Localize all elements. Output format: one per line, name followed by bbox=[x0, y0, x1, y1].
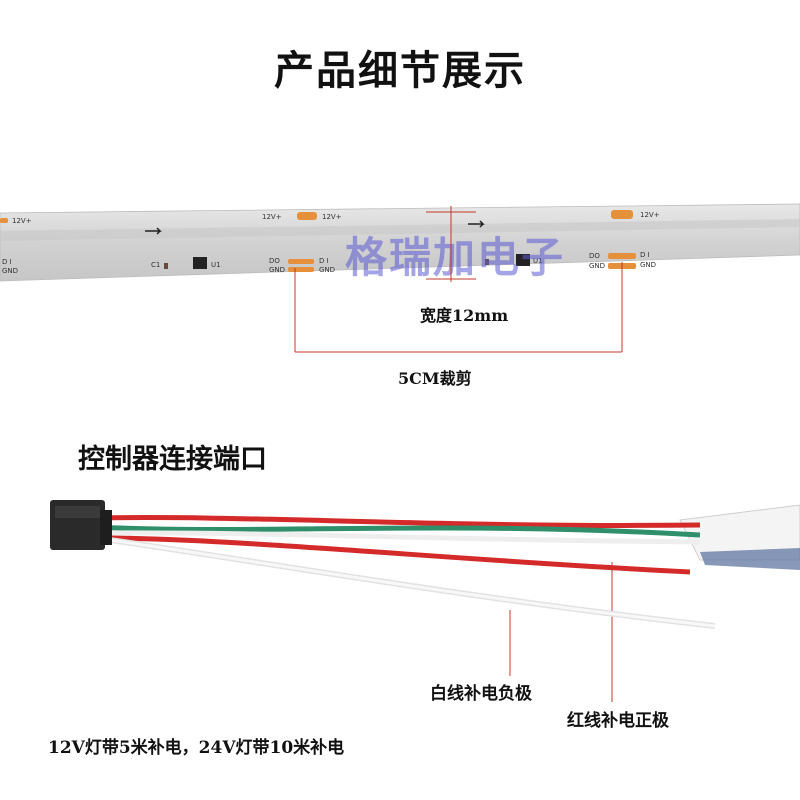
solder-pad bbox=[0, 218, 8, 223]
do-label: DO bbox=[269, 257, 280, 265]
arrow-icon bbox=[145, 227, 162, 235]
solder-pad bbox=[297, 212, 317, 220]
power-note: 12V灯带5米补电，24V灯带10米补电 bbox=[48, 738, 345, 758]
solder-pad bbox=[608, 263, 636, 269]
width-label: 宽度12mm bbox=[420, 306, 509, 325]
gnd-label: GND bbox=[2, 267, 18, 275]
pad-label: 12V+ bbox=[640, 211, 660, 219]
pad-label: 12V+ bbox=[322, 213, 342, 221]
green-wire bbox=[94, 524, 701, 538]
pad-label: 12V+ bbox=[262, 213, 282, 221]
gnd-label: GND bbox=[319, 266, 335, 274]
strip-end bbox=[679, 504, 800, 561]
red-wire-label: 红线补电正极 bbox=[567, 711, 669, 731]
solder-pad bbox=[611, 210, 633, 219]
gnd-label: GND bbox=[589, 262, 605, 270]
page-title: 产品细节展示 bbox=[274, 47, 526, 94]
ic-chip bbox=[193, 257, 207, 269]
gnd-label: GND bbox=[269, 266, 285, 274]
u1-label: U1 bbox=[211, 261, 221, 269]
red-power-wire bbox=[109, 535, 691, 575]
solder-pad bbox=[608, 253, 636, 259]
di-label: D I bbox=[2, 258, 12, 266]
led-strip-image: 12V+ 12V+ 12V+ 12V+ D I GND DO GND D I G… bbox=[0, 203, 800, 282]
arrow-icon bbox=[468, 220, 485, 228]
cut-label: 5CM裁剪 bbox=[398, 369, 472, 388]
do-label: DO bbox=[589, 252, 600, 260]
connector-image bbox=[50, 500, 800, 629]
di-label: D I bbox=[319, 257, 329, 265]
section-title: 控制器连接端口 bbox=[78, 444, 267, 475]
di-label: D I bbox=[640, 251, 650, 259]
white-wire-label: 白线补电负极 bbox=[430, 684, 532, 704]
red-wire bbox=[94, 515, 701, 528]
u1-label: U1 bbox=[533, 257, 543, 265]
ic-chip bbox=[516, 254, 530, 266]
solder-pad bbox=[288, 267, 314, 272]
white-wire bbox=[94, 530, 701, 545]
gnd-label: GND bbox=[640, 261, 656, 269]
solder-pad bbox=[288, 259, 314, 264]
watermark: 格瑞加电子 bbox=[345, 233, 566, 282]
pad-label: 12V+ bbox=[12, 217, 32, 225]
c1-label: C1 bbox=[151, 261, 160, 269]
